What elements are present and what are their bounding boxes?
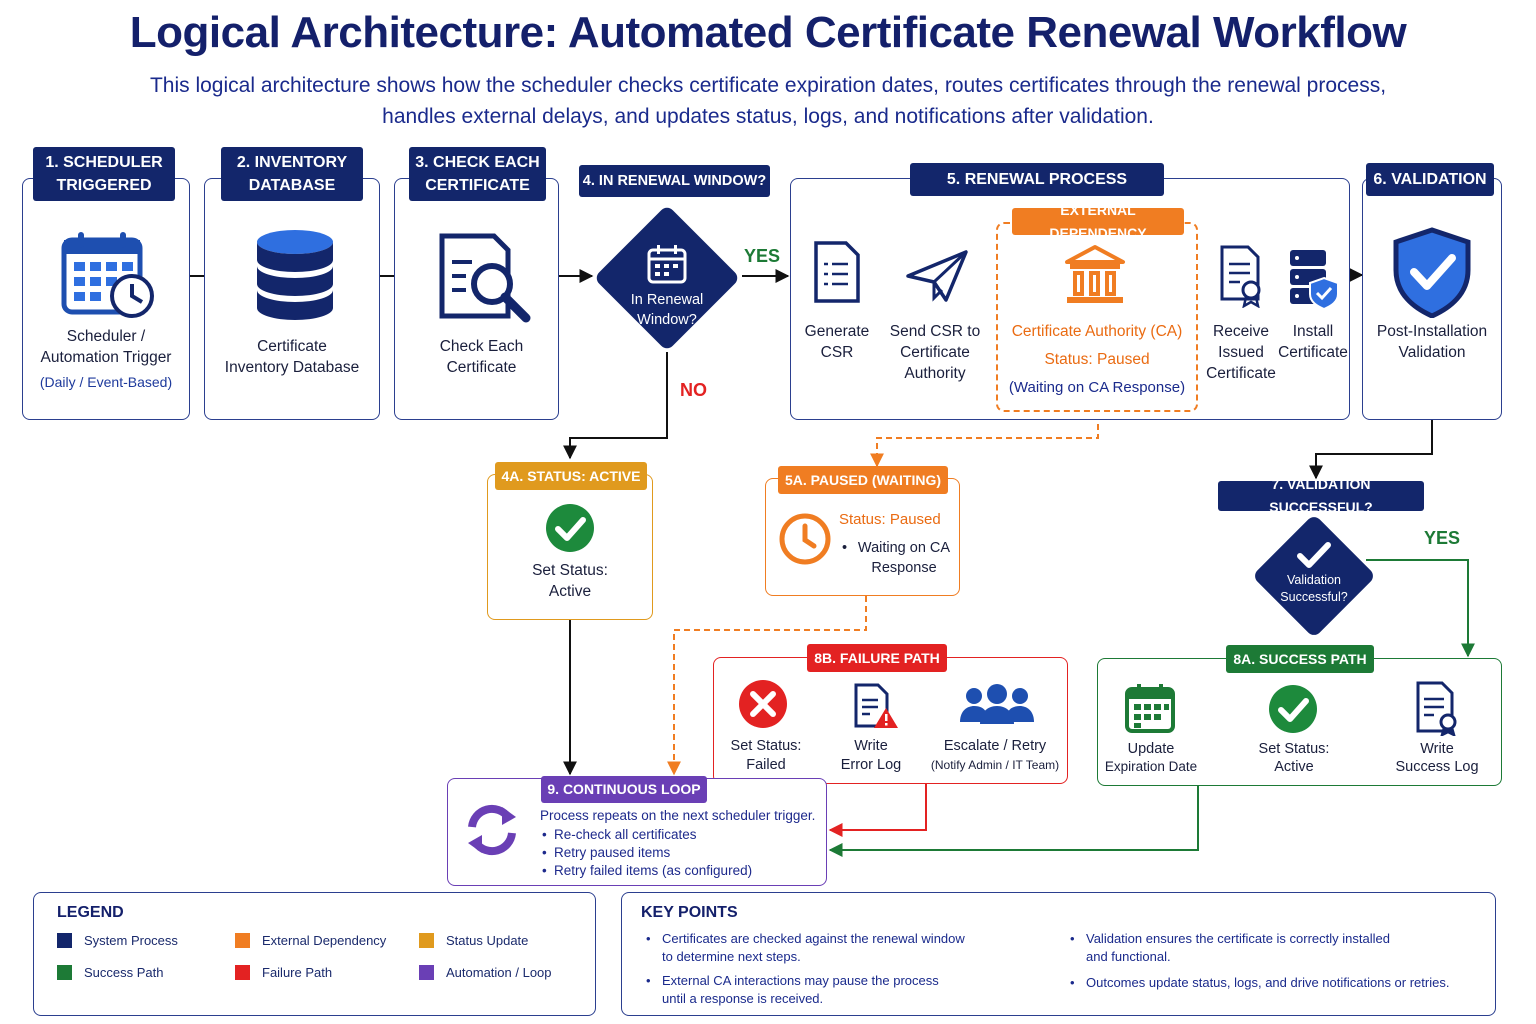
success-log-icon (1416, 681, 1457, 736)
key-point-4: Outcomes update status, logs, and drive … (1070, 974, 1449, 992)
check-circle-icon (546, 504, 594, 552)
escalate-label: Escalate / Retry (Notify Admin / IT Team… (930, 738, 1060, 772)
document-search-icon (439, 233, 531, 323)
issued-certificate-icon (1220, 245, 1261, 308)
step1-label: Scheduler /Automation Trigger (Daily / E… (22, 326, 190, 393)
team-users-icon (960, 684, 1034, 724)
step8b-header: 8B. FAILURE PATH (807, 644, 947, 672)
legend-swatch (419, 933, 434, 948)
calendar-icon (647, 245, 687, 284)
step8a-header: 8A. SUCCESS PATH (1226, 645, 1374, 673)
key-point-1: Certificates are checked against the ren… (646, 930, 965, 966)
step5a-header: 5A. PAUSED (WAITING) (778, 466, 948, 494)
legend-item-failure: Failure Path (235, 965, 332, 980)
page-subtitle: This logical architecture shows how the … (100, 70, 1436, 132)
step7-header: 7. VALIDATION SUCCESSFUL? (1218, 476, 1424, 515)
legend-item-system: System Process (57, 933, 178, 948)
ca-status: Status: Paused (1044, 351, 1150, 368)
yes-label-renewal: YES (744, 246, 781, 266)
green-calendar-icon (1125, 684, 1175, 733)
ca-waiting: (Waiting on CA Response) (1008, 379, 1186, 396)
arrow-validation-to-7 (1309, 420, 1433, 480)
external-dependency-header: EXTERNAL DEPENDENCY (1012, 202, 1184, 241)
paper-plane-icon (906, 250, 968, 302)
set-active-label: Set Status:Active (1258, 741, 1330, 775)
legend-swatch (57, 965, 72, 980)
page-title: Logical Architecture: Automated Certific… (129, 8, 1407, 57)
key-point-2: External CA interactions may pause the p… (646, 972, 939, 1008)
legend-item-success: Success Path (57, 965, 164, 980)
yes-label-validation: YES (1424, 528, 1461, 548)
paused-status: Status: Paused (839, 511, 941, 528)
step4-header: 4. IN RENEWAL WINDOW? (579, 165, 770, 197)
bank-building-icon (1065, 245, 1125, 303)
step4a-label: Set Status:Active (532, 562, 608, 600)
legend-item-status: Status Update (419, 933, 528, 948)
arrow-failure-to-loop (828, 784, 927, 837)
arrow-no-to-4a (563, 352, 668, 460)
clock-icon (779, 513, 831, 565)
loop-bullet-1: Re-check all certificates (542, 827, 697, 842)
set-failed-label: Set Status:Failed (730, 738, 802, 773)
loop-intro: Process repeats on the next scheduler tr… (540, 808, 816, 823)
check-icon (1297, 542, 1331, 568)
legend-swatch (235, 933, 250, 948)
ca-label: Certificate Authority (CA) (1011, 323, 1183, 340)
loop-bullet-2: Retry paused items (542, 845, 670, 860)
error-log-icon (854, 683, 898, 728)
arrow-paused-to-loop (667, 596, 867, 776)
loop-bullet-3: Retry failed items (as configured) (542, 863, 752, 878)
refresh-loop-icon (468, 804, 516, 856)
step9-header: 9. CONTINUOUS LOOP (541, 776, 707, 803)
legend-title: LEGEND (57, 904, 124, 921)
shield-check-icon (1393, 227, 1471, 318)
error-x-icon (739, 680, 787, 728)
database-icon (257, 230, 333, 320)
legend-item-external: External Dependency (235, 933, 386, 948)
step2-box (204, 178, 380, 420)
success-check-icon (1269, 685, 1317, 733)
legend-swatch (235, 965, 250, 980)
step4a-header: 4A. STATUS: ACTIVE (495, 462, 647, 490)
subtitle-line-2: handles external delays, and updates sta… (382, 105, 1154, 128)
legend-swatch (419, 965, 434, 980)
step1-box (22, 178, 190, 420)
legend-item-automation: Automation / Loop (419, 965, 552, 980)
step1-note: (Daily / Event-Based) (39, 374, 173, 390)
arrow-yes-to-8a (1366, 559, 1475, 658)
subtitle-line-1: This logical architecture shows how the … (149, 74, 1387, 97)
calendar-clock-icon (61, 232, 154, 318)
arrow-success-to-loop (828, 786, 1199, 857)
no-label-renewal: NO (680, 380, 707, 400)
key-point-3: Validation ensures the certificate is co… (1070, 930, 1390, 966)
csr-document-icon (814, 241, 860, 303)
key-points-title: KEY POINTS (641, 904, 738, 921)
legend-swatch (57, 933, 72, 948)
legend-box (33, 892, 596, 1016)
step6-header: 6. VALIDATION (1366, 163, 1494, 196)
arrow-ca-to-paused (870, 414, 1099, 468)
server-shield-icon (1290, 250, 1339, 310)
step5-header: 5. RENEWAL PROCESS (910, 163, 1164, 196)
